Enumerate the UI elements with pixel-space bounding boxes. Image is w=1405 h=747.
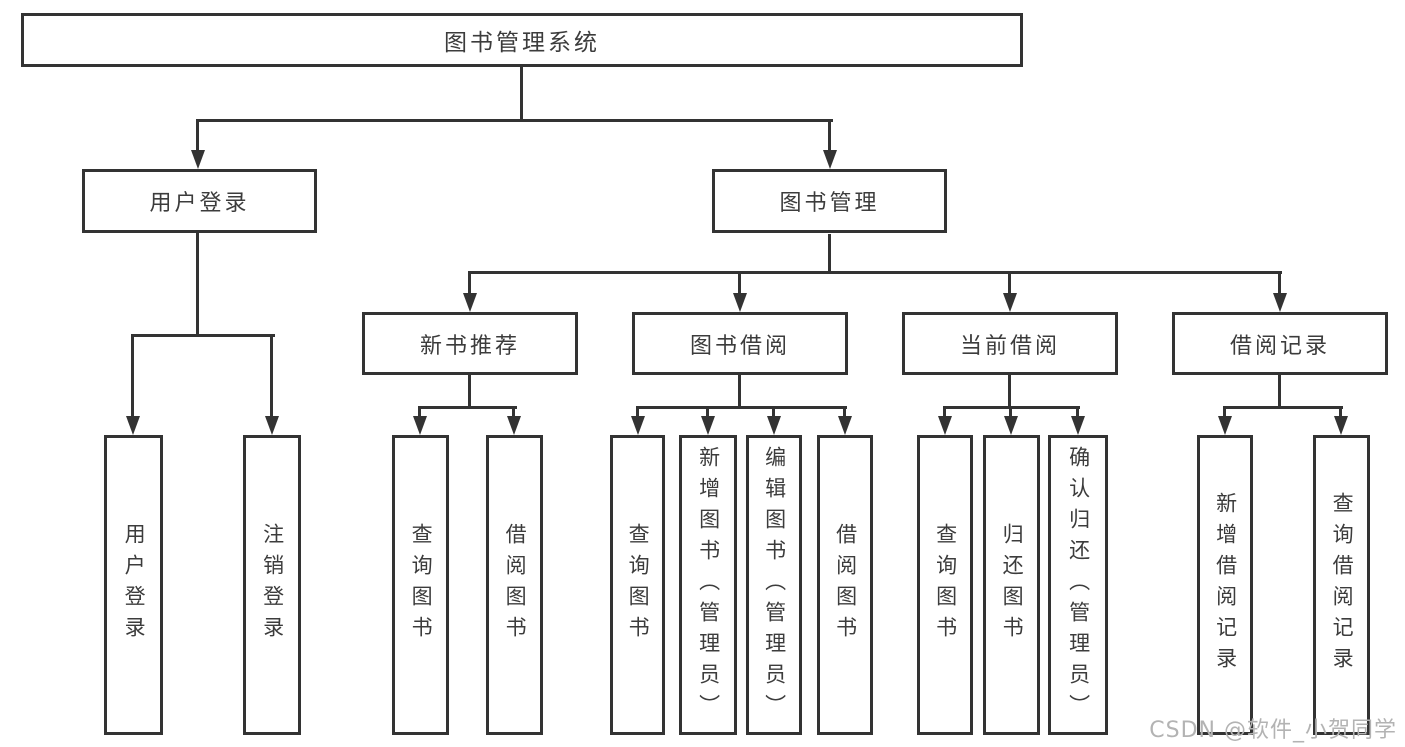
node-add-borrow-record: 新增借阅记录 xyxy=(1197,435,1253,735)
connector-root-stem xyxy=(520,67,523,121)
node-label: 归还图书 xyxy=(1000,523,1025,647)
node-label: 图书管理系统 xyxy=(444,30,600,56)
connector-leaf-drop xyxy=(1076,406,1079,420)
node-logout: 注销登录 xyxy=(243,435,301,735)
connector-level2-junction xyxy=(196,119,833,122)
arrow-down-icon xyxy=(631,416,645,435)
node-label: 新增图书（管理员） xyxy=(696,445,721,725)
connector-leaf-drop xyxy=(1223,406,1226,420)
connector-leaf-drop xyxy=(512,406,515,420)
node-query-borrow-record: 查询借阅记录 xyxy=(1313,435,1370,735)
connector-book-management-stem xyxy=(828,234,831,274)
connector-leaf-drop xyxy=(1009,406,1012,420)
connector-drop-login-leaf xyxy=(131,334,134,420)
node-label: 确认归还（管理员） xyxy=(1066,445,1091,725)
connector-drop-book-management xyxy=(828,119,831,153)
arrow-down-icon xyxy=(1071,416,1085,435)
arrow-down-icon xyxy=(126,416,140,435)
arrow-down-icon xyxy=(1334,416,1348,435)
node-label: 查询图书 xyxy=(933,523,958,647)
node-borrowing-records: 借阅记录 xyxy=(1172,312,1388,375)
node-user-login: 用户登录 xyxy=(82,169,317,233)
node-label: 借阅图书 xyxy=(503,523,528,647)
connector-leaf-drop xyxy=(1339,406,1342,420)
connector-new-book-junction xyxy=(418,406,517,409)
node-edit-book-admin: 编辑图书（管理员） xyxy=(746,435,802,735)
node-borrow-books-recommend: 借阅图书 xyxy=(486,435,543,735)
connector-drop-current-borrow xyxy=(1008,271,1011,296)
node-label: 新增借阅记录 xyxy=(1213,492,1238,678)
node-label: 借阅记录 xyxy=(1229,333,1330,359)
connector-borrow-record-stem xyxy=(1278,375,1281,408)
arrow-down-icon xyxy=(1218,416,1232,435)
arrow-down-icon xyxy=(1273,293,1287,312)
arrow-down-icon xyxy=(507,416,521,435)
node-add-book-admin: 新增图书（管理员） xyxy=(679,435,737,735)
connector-drop-borrow-record xyxy=(1278,271,1281,296)
node-query-books-borrow: 查询图书 xyxy=(610,435,665,735)
node-label: 查询借阅记录 xyxy=(1330,492,1355,678)
arrow-down-icon xyxy=(463,293,477,312)
connector-book-borrow-junction xyxy=(636,406,847,409)
node-label: 图书管理 xyxy=(779,191,880,216)
arrow-down-icon xyxy=(733,293,747,312)
node-label: 查询图书 xyxy=(409,523,434,647)
arrow-down-icon xyxy=(265,416,279,435)
node-label: 借阅图书 xyxy=(833,523,858,647)
arrow-down-icon xyxy=(701,416,715,435)
connector-leaf-drop xyxy=(843,406,846,420)
arrow-down-icon xyxy=(823,150,837,169)
node-label: 编辑图书（管理员） xyxy=(762,445,787,725)
node-book-borrowing: 图书借阅 xyxy=(632,312,848,375)
node-borrow-books-leaf: 借阅图书 xyxy=(817,435,873,735)
connector-level3-junction xyxy=(468,271,1282,274)
node-confirm-return-admin: 确认归还（管理员） xyxy=(1048,435,1108,735)
arrow-down-icon xyxy=(191,150,205,169)
arrow-down-icon xyxy=(938,416,952,435)
csdn-watermark: CSDN @软件_小贺同学 xyxy=(1149,718,1397,743)
node-return-book: 归还图书 xyxy=(983,435,1040,735)
connector-leaf-drop xyxy=(636,406,639,420)
arrow-down-icon xyxy=(838,416,852,435)
connector-user-login-junction xyxy=(131,334,275,337)
node-label: 用户登录 xyxy=(149,191,250,216)
node-book-management: 图书管理 xyxy=(712,169,947,233)
connector-leaf-drop xyxy=(706,406,709,420)
connector-book-borrow-stem xyxy=(738,375,741,408)
connector-user-login-stem xyxy=(196,233,199,337)
connector-new-book-stem xyxy=(468,375,471,408)
arrow-down-icon xyxy=(413,416,427,435)
connector-drop-book-borrow xyxy=(738,271,741,296)
node-label: 新书推荐 xyxy=(419,333,520,359)
arrow-down-icon xyxy=(1004,416,1018,435)
connector-current-borrow-stem xyxy=(1008,375,1011,408)
node-query-books-current: 查询图书 xyxy=(917,435,973,735)
node-library-management-system: 图书管理系统 xyxy=(21,13,1023,67)
connector-leaf-drop xyxy=(943,406,946,420)
connector-borrow-record-junction xyxy=(1223,406,1343,409)
node-label: 注销登录 xyxy=(260,523,285,647)
node-user-login-leaf: 用户登录 xyxy=(104,435,163,735)
connector-drop-new-book xyxy=(468,271,471,296)
node-current-borrowing: 当前借阅 xyxy=(902,312,1118,375)
node-label: 当前借阅 xyxy=(959,333,1060,359)
connector-drop-logout-leaf xyxy=(270,334,273,420)
connector-leaf-drop xyxy=(772,406,775,420)
arrow-down-icon xyxy=(767,416,781,435)
node-label: 用户登录 xyxy=(122,523,147,647)
node-label: 查询图书 xyxy=(626,523,651,647)
arrow-down-icon xyxy=(1003,293,1017,312)
node-label: 图书借阅 xyxy=(689,333,790,359)
connector-drop-user-login xyxy=(196,119,199,153)
connector-leaf-drop xyxy=(418,406,421,420)
node-query-books-recommend: 查询图书 xyxy=(392,435,449,735)
node-new-book-recommendation: 新书推荐 xyxy=(362,312,578,375)
